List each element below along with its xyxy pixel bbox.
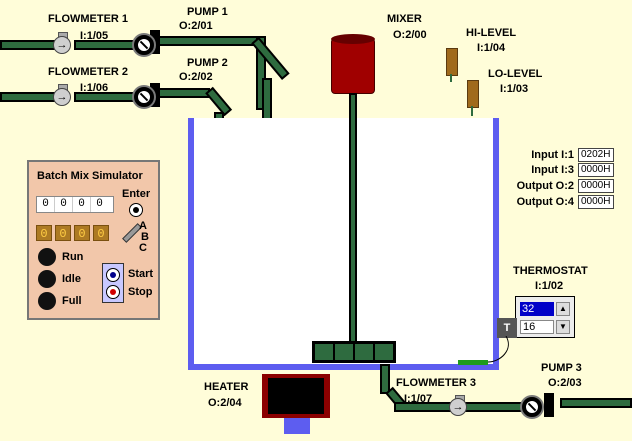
flowmeter-3-addr: I:1/07 [404,393,433,405]
pump-3-impeller-icon [525,400,539,414]
enter-label: Enter [122,188,151,200]
flowmeter-2-name: FLOWMETER 2 [48,66,129,78]
output-2-label: Output O:2 [516,180,574,192]
input-1-label: Input I:1 [531,149,574,161]
pump-3[interactable] [520,395,544,419]
switch-b-label: B [141,231,149,243]
pump-1-impeller-icon [137,38,151,52]
panel-title: Batch Mix Simulator [37,170,143,182]
tank-left-wall [188,118,194,370]
pipe-outlet-end [560,398,632,408]
flowmeter-1-addr: I:1/05 [80,30,109,42]
thumbwheel-digit-3[interactable]: 0 [73,197,91,212]
led-digit-1: 0 [36,225,52,241]
thumbwheel-digit-2[interactable]: 0 [55,197,73,212]
full-label: Full [62,295,82,307]
output-2-value: 0000H [578,179,614,193]
pipe-inlet-1 [0,40,56,50]
pump-2[interactable] [132,85,156,109]
full-indicator [38,292,56,310]
hi-level-name: HI-LEVEL [466,27,517,39]
flowmeter-2: → [53,88,71,106]
switch-a-label: A [139,220,147,232]
pipe-pump2-out [158,88,210,98]
tank-bottom [188,364,499,370]
input-3-value: 0000H [578,163,614,177]
thermostat-wire [487,336,509,363]
pipe-inlet-2 [0,92,56,102]
thermostat-name: THERMOSTAT [513,265,588,277]
idle-label: Idle [62,273,81,285]
led-digit-4: 0 [93,225,109,241]
flowmeter-3-name: FLOWMETER 3 [396,377,477,389]
heater-addr: O:2/04 [208,397,242,409]
mixer-name: MIXER [387,13,422,25]
mixer-addr: O:2/00 [393,29,427,41]
lo-level-addr: I:1/03 [500,83,529,95]
pipe-inlet-1b [74,40,136,50]
lo-level-probe [471,106,473,116]
pump-2-impeller-icon [137,90,151,104]
switch-c-label: C [139,242,147,254]
enter-button[interactable] [129,203,143,217]
pump-3-name: PUMP 3 [541,362,582,374]
flowmeter-1-name: FLOWMETER 1 [48,13,129,25]
pump-2-name: PUMP 2 [187,57,228,69]
idle-indicator [38,270,56,288]
mixer-paddle [312,341,396,363]
hi-level-addr: I:1/04 [477,42,506,54]
thermostat-setpoint[interactable]: 32 [520,302,554,316]
mixer-motor[interactable] [331,38,375,94]
pipe-outlet-down [380,364,390,394]
stop-label: Stop [128,286,153,298]
thermostat-value[interactable]: 16 [520,320,554,334]
run-indicator [38,248,56,266]
thermostat-sensor: T [497,318,517,338]
flowmeter-1: → [53,36,71,54]
flowmeter-2-addr: I:1/06 [80,82,109,94]
hi-level-sensor [446,48,458,76]
start-button[interactable] [106,268,120,282]
output-4-label: Output O:4 [516,196,574,208]
pump-1-addr: O:2/01 [179,20,213,32]
run-label: Run [62,251,84,263]
pump-2-addr: O:2/02 [179,71,213,83]
heater-element [268,378,324,414]
pump-3-addr: O:2/03 [548,377,582,389]
mixer-motor-top [331,34,375,44]
thumbwheel-digit-4[interactable]: 0 [96,198,103,210]
heater-base [284,418,310,434]
flowmeter-3: → [449,398,467,416]
pipe-inlet-2b [74,92,136,102]
pipe-pump1-out [158,36,258,46]
stop-button[interactable] [106,285,120,299]
input-1-value: 0202H [578,148,614,162]
lo-level-name: LO-LEVEL [488,68,543,80]
tank-interior [191,118,495,364]
start-label: Start [128,268,154,280]
pump-3-outlet [544,393,554,417]
output-4-value: 0000H [578,195,614,209]
thermostat-probe [458,360,488,365]
pump-1[interactable] [132,33,156,57]
led-digit-3: 0 [74,225,90,241]
thermostat-up-icon[interactable]: ▲ [556,302,570,316]
thumbwheel-digit-1[interactable]: 0 [37,197,55,212]
pipe-pump1-down [256,36,266,110]
hi-level-probe [450,74,452,82]
pump-1-name: PUMP 1 [187,6,228,18]
tank-right-wall [493,118,499,370]
mixer-shaft [349,93,357,343]
heater-name: HEATER [204,381,249,393]
input-3-label: Input I:3 [531,164,574,176]
thermostat-addr: I:1/02 [535,280,564,292]
lo-level-sensor [467,80,479,108]
led-digit-2: 0 [55,225,71,241]
thermostat-down-icon[interactable]: ▼ [556,320,570,334]
